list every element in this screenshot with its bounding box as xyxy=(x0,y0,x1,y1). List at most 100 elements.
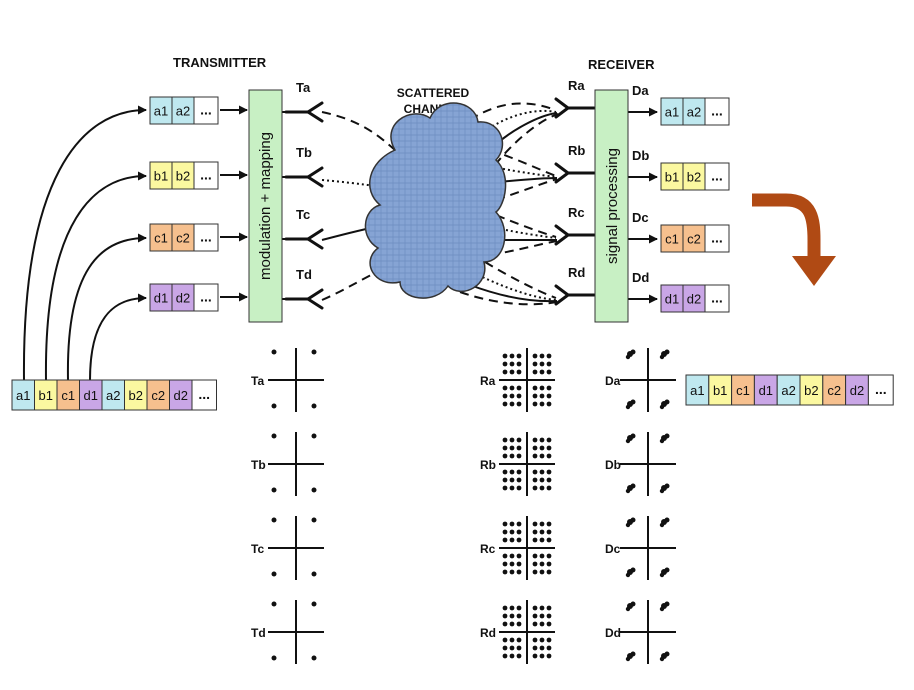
input-arrows xyxy=(22,105,147,381)
constellation-out-3: Dd xyxy=(605,600,676,664)
tx-antenna-label-d: Td xyxy=(296,267,312,282)
tx-buffer-d-ellipsis: ... xyxy=(193,283,219,312)
constellation-out-1: Db xyxy=(605,432,676,496)
serial-in-ellipsis-text: ... xyxy=(198,386,210,402)
serial-out-ellipsis: ... xyxy=(867,374,894,406)
serial-in-cell-d1-text: d1 xyxy=(84,388,98,403)
tx-buffer-b-cell1-text: b1 xyxy=(154,169,168,184)
constellation-tx-label-2: Tc xyxy=(251,542,264,556)
serial-in-cell-b2-text: b2 xyxy=(129,388,143,403)
serial-in-cell-a2-text: a2 xyxy=(106,388,120,403)
rx-buffer-d-cell2: d2 xyxy=(682,284,706,313)
serial-out-cell-a1: a1 xyxy=(685,374,710,406)
path-cloud-rb-3 xyxy=(497,177,558,183)
serial-out-cell-d2-text: d2 xyxy=(850,383,864,398)
serial-out-ellipsis-text: ... xyxy=(875,381,887,397)
arrow-to-stream-b xyxy=(44,171,147,381)
serial-in-cell-c2-text: c2 xyxy=(151,388,165,403)
constellation-tx-0: Ta xyxy=(251,348,324,412)
rx-buffer-d-cell1-text: d1 xyxy=(665,292,679,307)
path-cloud-rd-3 xyxy=(469,284,558,303)
rx-buffer-b-ellipsis-text: ... xyxy=(711,168,723,184)
arrow-to-stream-c xyxy=(66,233,147,381)
rx-buffer-c-cell2: c2 xyxy=(682,224,706,253)
tx-buffer-d-cell2-text: d2 xyxy=(176,291,190,306)
serial-out-cell-a1-text: a1 xyxy=(690,383,704,398)
scattered-channel-cloud xyxy=(364,102,507,299)
path-tb-cloud xyxy=(321,179,376,187)
signal-processing-label: signal processing xyxy=(604,148,621,264)
serial-out-cell-d2: d2 xyxy=(845,374,869,406)
rx-buffer-a-cell1-text: a1 xyxy=(665,105,679,120)
tx-buffer-d-cell1-text: d1 xyxy=(154,291,168,306)
tx-buffer-d-ellipsis-text: ... xyxy=(200,289,212,305)
serial-in-cell-b2: b2 xyxy=(124,379,148,411)
serial-in-cell-b1-text: b1 xyxy=(39,388,53,403)
rx-buffer-c-cell2-text: c2 xyxy=(687,232,701,247)
tx-buffer-c-ellipsis-text: ... xyxy=(200,229,212,245)
constellation-tx-label-1: Tb xyxy=(251,458,266,472)
out-label-c: Dc xyxy=(632,210,649,225)
serial-out-cell-b2: b2 xyxy=(799,374,824,406)
tx-buffer-b-ellipsis: ... xyxy=(193,161,219,190)
rx-buffer-c-cell1: c1 xyxy=(660,224,684,253)
rx-antenna-c xyxy=(554,224,596,246)
serial-in-ellipsis: ... xyxy=(191,379,217,411)
constellation-out-label-2: Dc xyxy=(605,542,621,556)
rx-buffer-c-cell1-text: c1 xyxy=(665,232,679,247)
constellation-tx-label-3: Td xyxy=(251,626,266,640)
output-arrow xyxy=(752,193,836,286)
constellation-out-2: Dc xyxy=(605,516,676,580)
tx-antenna-label-b: Tb xyxy=(296,145,312,160)
tx-buffer-c-ellipsis: ... xyxy=(193,223,219,252)
path-cloud-ra-1 xyxy=(469,102,556,121)
out-label-d: Dd xyxy=(632,270,649,285)
serial-out-cell-c2: c2 xyxy=(822,374,847,406)
tx-buffer-a-cell2-text: a2 xyxy=(176,104,190,119)
serial-out-cell-d1-text: d1 xyxy=(759,383,773,398)
serial-out-cell-c2-text: c2 xyxy=(827,383,841,398)
constellation-rx-label-3: Rd xyxy=(480,626,496,640)
rx-buffer-d-ellipsis-text: ... xyxy=(711,290,723,306)
path-cloud-rd-4 xyxy=(459,291,558,306)
rx-buffer-a-cell2-text: a2 xyxy=(687,105,701,120)
rx-buffer-d-ellipsis: ... xyxy=(704,284,730,313)
tx-buffer-b-cell2: b2 xyxy=(171,161,195,190)
tx-buffer-b-ellipsis-text: ... xyxy=(200,167,212,183)
out-label-a: Da xyxy=(632,83,649,98)
signal-processing-block: signal processing xyxy=(594,89,629,323)
tx-buffer-d-cell1: d1 xyxy=(149,283,173,312)
tx-antenna-a xyxy=(284,101,324,123)
constellation-rx-label-1: Rb xyxy=(480,458,496,472)
rx-antenna-d xyxy=(554,284,596,306)
serial-out-cell-d1: d1 xyxy=(753,374,778,406)
tx-buffer-b-cell1: b1 xyxy=(149,161,173,190)
serial-in-cell-a2: a2 xyxy=(101,379,125,411)
serial-out-cell-c1: c1 xyxy=(731,374,755,406)
constellation-tx-1: Tb xyxy=(251,432,324,496)
tx-buffer-b-cell2-text: b2 xyxy=(176,169,190,184)
rx-buffer-a-ellipsis-text: ... xyxy=(711,103,723,119)
rx-buffer-b-ellipsis: ... xyxy=(704,162,730,191)
transmitter-label: TRANSMITTER xyxy=(173,55,267,70)
constellation-tx-label-0: Ta xyxy=(251,374,264,388)
modulation-mapping-label: modulation + mapping xyxy=(257,132,274,280)
serial-in-cell-b1: b1 xyxy=(34,379,58,411)
constellation-rx-2: Rc xyxy=(480,516,555,580)
rx-buffer-d-cell2-text: d2 xyxy=(687,292,701,307)
constellation-rx-1: Rb xyxy=(480,432,555,496)
rx-buffer-b-cell2: b2 xyxy=(682,162,706,191)
tx-buffer-c-cell1: c1 xyxy=(149,223,173,252)
rx-antenna-a xyxy=(554,97,596,119)
rx-buffer-d-cell1: d1 xyxy=(660,284,684,313)
constellation-out-0: Da xyxy=(605,348,676,412)
receiver-label: RECEIVER xyxy=(588,57,655,72)
serial-in-cell-d2-text: d2 xyxy=(174,388,188,403)
rx-buffer-b-cell1: b1 xyxy=(660,162,684,191)
serial-out-cell-b2-text: b2 xyxy=(804,383,818,398)
tx-buffer-a-ellipsis-text: ... xyxy=(200,102,212,118)
tx-buffer-c-cell2: c2 xyxy=(171,223,195,252)
